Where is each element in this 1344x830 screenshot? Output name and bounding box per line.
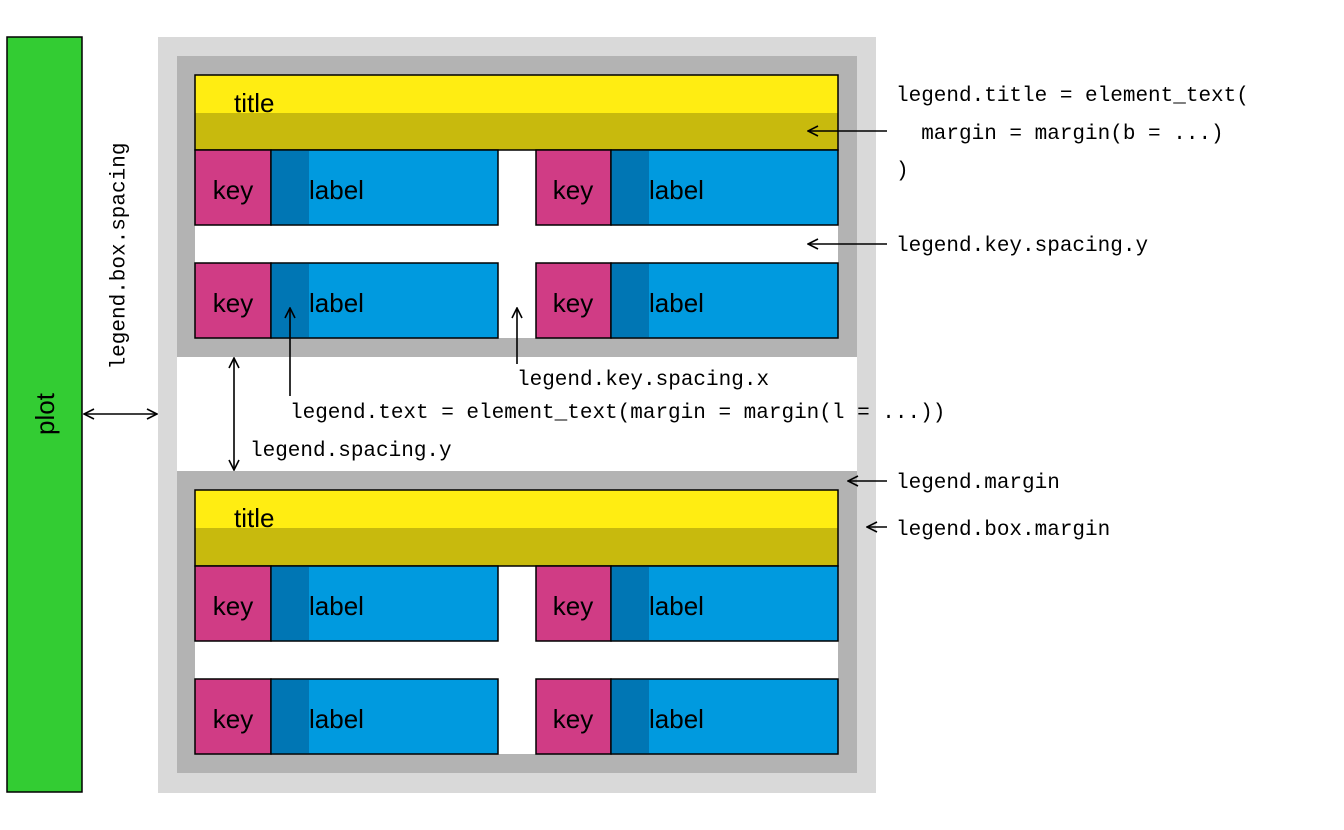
annotation-box-spacing: legend.box.spacing [109, 143, 132, 370]
legend-1-key-text-r1c2: key [553, 175, 593, 205]
legend-2-label-text-r1c1: label [309, 591, 364, 621]
legend-2-title: title [234, 503, 274, 533]
annotation-arrows [84, 131, 887, 527]
legend-2-key-r1c1 [194, 565, 272, 642]
legend-1-key-r2c2 [535, 262, 612, 339]
annotation-spacing-y: legend.spacing.y [250, 440, 452, 463]
legend-2-title-outline [194, 489, 839, 567]
legend-2-key-spacing-x-bottom [498, 679, 536, 754]
legend-2-label-text-r1c2: label [649, 591, 704, 621]
legend-1-label-text-r2c1: label [309, 288, 364, 318]
legend-2-title-bg [195, 490, 838, 528]
legend-2-key-spacing-y [195, 641, 838, 679]
legend-2-key-text-r2c1: key [213, 704, 253, 734]
annotation-text-margin: legend.text = element_text(margin = marg… [290, 402, 945, 425]
legend-1-key-r1c1 [194, 149, 272, 226]
legend-1-label-margin-r1c1 [272, 151, 309, 224]
legend-2-label-margin-r1c1 [272, 567, 309, 640]
annotation-title-line2: margin = margin(b = ...) [896, 123, 1224, 146]
legend-1-title-outline [194, 74, 839, 151]
legend-2-key-text-r2c2: key [553, 704, 593, 734]
legend-1-title-bg [195, 75, 838, 113]
plot-label: plot [30, 392, 60, 435]
annotation-key-spacing-y: legend.key.spacing.y [896, 235, 1148, 258]
legend-2-key-text-r1c1: key [213, 591, 253, 621]
annotation-box-margin: legend.box.margin [896, 519, 1110, 542]
legend-1-label-text-r2c2: label [649, 288, 704, 318]
legend-1: title key label key label key label key … [177, 56, 857, 357]
legend-1-key-spacing-y [195, 225, 838, 263]
annotation-legend-margin: legend.margin [896, 472, 1060, 495]
legend-2-key-text-r1c2: key [553, 591, 593, 621]
legend-2-key-r2c2 [535, 678, 612, 755]
legend-2-label-margin-r2c1 [272, 680, 309, 753]
legend-1-label-margin-r1c2 [612, 151, 649, 224]
legend-2-key-spacing-x-top [498, 566, 536, 641]
plot-panel [6, 36, 83, 793]
legend-2-label-text-r2c1: label [309, 704, 364, 734]
legend-1-label-text-r1c1: label [309, 175, 364, 205]
legend-2-key-r2c1 [194, 678, 272, 755]
legend-2-key-r1c2 [535, 565, 612, 642]
legend-1-label-text-r1c2: label [649, 175, 704, 205]
legend-1-title: title [234, 88, 274, 118]
legend-1-key-text-r1c1: key [213, 175, 253, 205]
legend-1-key-r2c1 [194, 262, 272, 339]
legend-1-key-text-r2c1: key [213, 288, 253, 318]
annotation-title-line1: legend.title = element_text( [896, 85, 1249, 108]
legend-2-label-margin-r2c2 [612, 680, 649, 753]
legend-2-title-margin [195, 528, 838, 566]
legend-2: title key label key label key label key … [177, 471, 857, 773]
legend-2-label-text-r2c2: label [649, 704, 704, 734]
legend-1-title-margin [195, 113, 838, 150]
legend-1-key-text-r2c2: key [553, 288, 593, 318]
legend-1-key-spacing-x-top [498, 150, 536, 225]
legend-2-label-margin-r1c2 [612, 567, 649, 640]
legend-1-key-r1c2 [535, 149, 612, 226]
annotation-key-spacing-x: legend.key.spacing.x [517, 369, 769, 392]
legend-1-label-margin-r2c2 [612, 264, 649, 337]
annotation-title-line3: ) [896, 160, 909, 183]
